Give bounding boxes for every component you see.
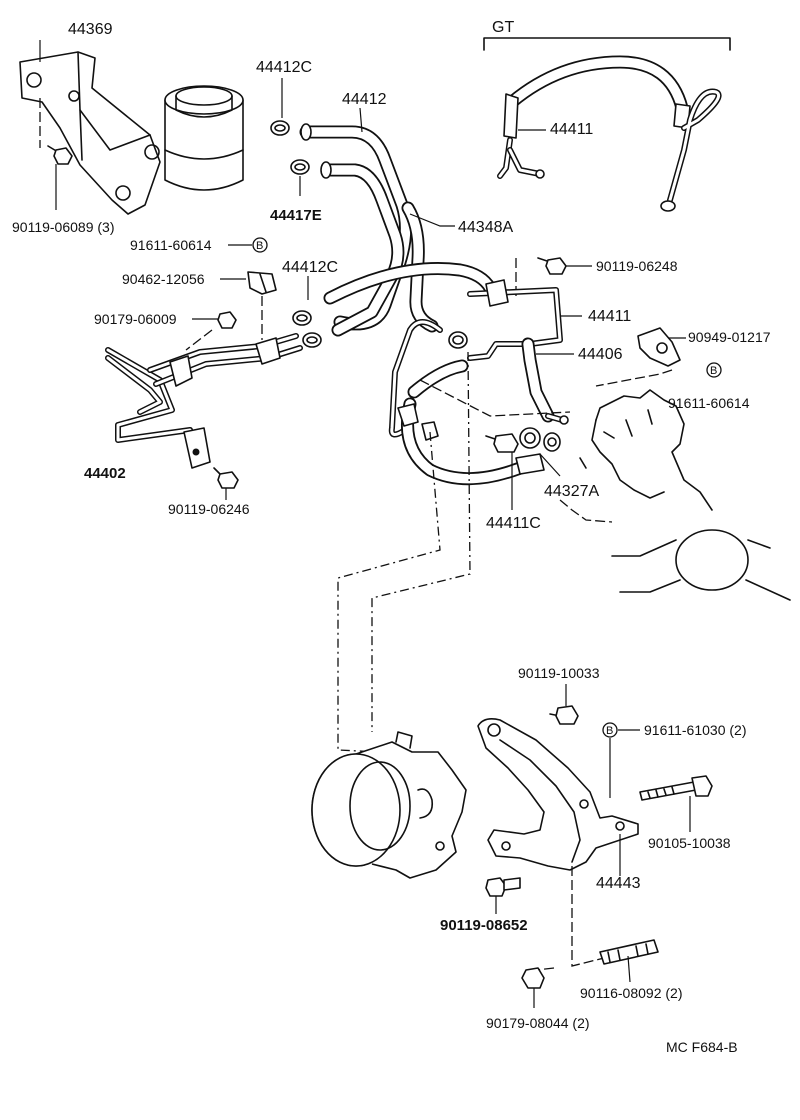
bolt-90119-06246: 90119-06246: [168, 467, 250, 517]
label-91611-60614-right: 91611-60614: [668, 395, 750, 411]
label-44327A: 44327A: [544, 483, 599, 500]
hose-44348A: 44348A: [323, 201, 513, 333]
label-44348A: 44348A: [458, 219, 513, 236]
label-90179-08044: 90179-08044 (2): [486, 1015, 590, 1031]
union-bolt-44411C: 44411C: [485, 433, 541, 532]
diagram-code: MC F684-B: [666, 1039, 738, 1055]
label-90119-10033: 90119-10033: [518, 665, 600, 681]
pump-bracket-44443: 44443: [477, 718, 641, 892]
hose-44406: 44406: [419, 337, 623, 425]
bolt-90119-10033: 90119-10033: [518, 665, 600, 725]
label-44411-mid: 44411: [588, 308, 631, 325]
label-44412C-top: 44412C: [256, 59, 312, 76]
reservoir-bracket: 44369: [19, 21, 161, 215]
marker-91611-61030: B 91611-61030 (2): [602, 722, 746, 798]
stud-90116-08092: 90116-08092 (2): [571, 866, 682, 1001]
clamp-44417E: 44417E: [270, 159, 322, 224]
oil-reservoir: [164, 85, 244, 191]
label-44443: 44443: [596, 875, 641, 892]
gt-pressure-hose-44411: 44411: [497, 55, 722, 212]
b-marker-bracket: B: [606, 725, 613, 737]
gt-label: GT: [492, 19, 514, 36]
label-44417E: 44417E: [270, 207, 322, 224]
marker-91611-60614-left: 91611-60614 B: [130, 237, 268, 253]
clamp-44412C-top: 44412C: [256, 59, 312, 136]
cooler-tube-44402: 44402: [84, 333, 303, 482]
bolt-90119-06089: 90119-06089 (3): [12, 145, 114, 235]
bolt-90119-06248: 90119-06248: [515, 257, 678, 300]
label-44402: 44402: [84, 465, 126, 482]
label-91611-60614-left: 91611-60614: [130, 237, 212, 253]
label-90119-06246: 90119-06246: [168, 501, 250, 517]
label-44412C-mid: 44412C: [282, 259, 338, 276]
label-44411C: 44411C: [486, 515, 541, 532]
steering-gear-housing: [559, 389, 791, 601]
b-marker-left: B: [256, 240, 263, 252]
bolt-90105-10038: 90105-10038: [639, 775, 731, 851]
label-44412: 44412: [342, 91, 387, 108]
label-44406: 44406: [578, 346, 623, 363]
label-90119-06248: 90119-06248: [596, 258, 678, 274]
label-44369: 44369: [68, 21, 113, 38]
label-90949-01217: 90949-01217: [688, 329, 771, 345]
clamp-44412C-mid: 44412C: [282, 259, 338, 348]
bolt-90119-08652: 90119-08652: [440, 877, 528, 934]
b-marker-right: B: [710, 365, 717, 377]
clamp-90949-01217: 90949-01217: [595, 327, 771, 387]
label-90119-08652: 90119-08652: [440, 917, 528, 934]
label-90462-12056: 90462-12056: [122, 271, 205, 287]
vane-pump: [311, 731, 467, 879]
marker-91611-60614-right: B 91611-60614: [668, 362, 750, 411]
clip-90462-12056: 90462-12056: [122, 271, 277, 340]
label-90116-08092: 90116-08092 (2): [580, 985, 682, 1001]
label-44411-gt: 44411: [550, 121, 593, 138]
nut-90179-06009: 90179-06009: [94, 311, 237, 351]
gasket-44327A: 44327A: [519, 427, 599, 500]
gt-group-bracket: GT: [483, 19, 731, 51]
nut-90179-08044: 90179-08044 (2): [486, 967, 590, 1031]
label-90179-06009: 90179-06009: [94, 311, 177, 327]
label-90119-06089: 90119-06089 (3): [12, 219, 114, 235]
label-91611-61030: 91611-61030 (2): [644, 722, 746, 738]
pump-alignment-lines: [337, 351, 471, 753]
label-90105-10038: 90105-10038: [648, 835, 731, 851]
